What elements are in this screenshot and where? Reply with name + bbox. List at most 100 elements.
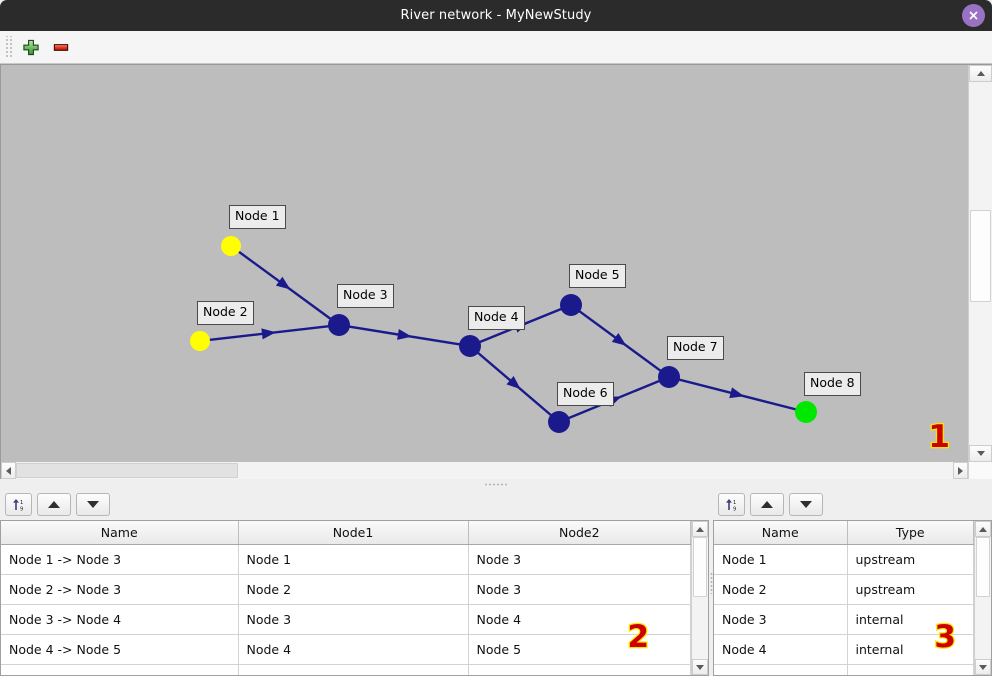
triangle-down-icon	[976, 451, 985, 456]
links-cell[interactable]: Node 4 -> Node 5	[1, 634, 239, 665]
nodes-scroll-down-button[interactable]	[975, 659, 991, 675]
nodes-cell[interactable]: internal	[847, 634, 974, 665]
scroll-right-button[interactable]	[953, 462, 968, 479]
nodes-scroll-track[interactable]	[975, 537, 991, 659]
graph-edge-arrow	[397, 329, 412, 340]
graph-panel: Node 1 Node 2 Node 3 Node 4 Node 5 Node 6 Node…	[0, 64, 992, 462]
graph-horizontal-scrollbar[interactable]	[0, 462, 992, 479]
nodes-cell[interactable]: Node 3	[714, 604, 848, 635]
nodes-cell[interactable]: Node 1	[714, 544, 848, 575]
links-scroll-thumb[interactable]	[693, 537, 708, 597]
links-scroll-track[interactable]	[692, 537, 708, 659]
nodes-cell[interactable]: upstream	[847, 544, 974, 575]
add-node-button[interactable]	[16, 33, 46, 61]
links-scroll-down-button[interactable]	[692, 659, 708, 675]
links-cell[interactable]: Node 3	[238, 604, 469, 635]
nodes-scroll-up-button[interactable]	[975, 521, 991, 537]
nodes-cell[interactable]: upstream	[847, 574, 974, 605]
table-row-empty[interactable]	[714, 664, 974, 675]
graph-node-label-node7[interactable]: Node 7	[667, 336, 724, 360]
links-cell[interactable]: Node 4	[238, 634, 469, 665]
links-table-scrollbar[interactable]	[691, 521, 708, 675]
links-move-down-button[interactable]	[76, 493, 110, 516]
graph-node-label-node1[interactable]: Node 1	[229, 205, 286, 229]
links-scroll-up-button[interactable]	[692, 521, 708, 537]
links-cell[interactable]: Node 1	[238, 544, 469, 575]
nodes-sort-button[interactable]: 1 9	[718, 493, 745, 516]
links-cell[interactable]: Node 3	[468, 574, 692, 605]
toolbar-drag-handle[interactable]	[4, 36, 12, 58]
links-column-header[interactable]: Node1	[238, 521, 469, 545]
links-cell[interactable]: Node 2	[238, 574, 469, 605]
nodes-cell[interactable]: internal	[847, 604, 974, 635]
nodes-column-header[interactable]: Name	[714, 521, 848, 545]
graph-node-node3[interactable]	[328, 314, 350, 336]
nodes-cell[interactable]: Node 4	[714, 634, 848, 665]
scroll-up-button[interactable]	[969, 65, 992, 82]
graph-vscroll-track[interactable]	[969, 82, 992, 445]
graph-node-label-node6[interactable]: Node 6	[557, 382, 614, 406]
links-cell[interactable]: Node 3 -> Node 4	[1, 604, 239, 635]
graph-node-node5[interactable]	[560, 294, 582, 316]
network-graph-canvas[interactable]: Node 1 Node 2 Node 3 Node 4 Node 5 Node 6 Node…	[1, 65, 968, 461]
graph-node-node6[interactable]	[548, 411, 570, 433]
links-cell[interactable]: Node 5	[468, 634, 692, 665]
graph-hscroll-track[interactable]	[16, 462, 953, 479]
links-move-up-button[interactable]	[37, 493, 71, 516]
close-button[interactable]	[962, 4, 985, 27]
graph-node-label-node5[interactable]: Node 5	[569, 264, 626, 288]
nodes-table-scrollbar[interactable]	[974, 521, 991, 675]
nodes-move-up-button[interactable]	[750, 493, 784, 516]
links-cell[interactable]: Node 4	[468, 604, 692, 635]
svg-text:1: 1	[733, 500, 736, 506]
links-cell[interactable]: Node 2 -> Node 3	[1, 574, 239, 605]
delete-node-button[interactable]	[46, 33, 76, 61]
nodes-cell-empty	[714, 664, 848, 675]
graph-node-label-node4[interactable]: Node 4	[468, 306, 525, 330]
window-title: River network - MyNewStudy	[400, 8, 592, 23]
nodes-scroll-thumb[interactable]	[976, 537, 990, 597]
graph-hscroll-thumb[interactable]	[16, 463, 238, 478]
links-cell[interactable]: Node 3	[468, 544, 692, 575]
links-cell[interactable]: Node 1 -> Node 3	[1, 544, 239, 575]
graph-node-node1[interactable]	[221, 236, 241, 256]
sort-ascending-icon: 1 9	[726, 499, 736, 512]
graph-node-label-node2[interactable]: Node 2	[197, 301, 254, 325]
nodes-move-down-button[interactable]	[789, 493, 823, 516]
graph-node-node7[interactable]	[658, 366, 680, 388]
graph-node-label-node3[interactable]: Node 3	[337, 284, 394, 308]
nodes-toolbar: 1 9	[713, 489, 992, 520]
triangle-up-icon	[761, 501, 773, 508]
horizontal-splitter[interactable]	[0, 479, 992, 489]
graph-node-label-node8[interactable]: Node 8	[804, 372, 861, 396]
table-row-empty[interactable]	[1, 664, 692, 675]
scroll-down-button[interactable]	[969, 445, 992, 462]
nodes-column-header[interactable]: Type	[847, 521, 974, 545]
graph-node-node2[interactable]	[190, 331, 210, 351]
links-column-header[interactable]: Node2	[468, 521, 692, 545]
graph-vscroll-thumb[interactable]	[970, 210, 991, 302]
graph-node-node4[interactable]	[459, 335, 481, 357]
scroll-left-button[interactable]	[1, 462, 16, 479]
graph-vertical-scrollbar[interactable]	[968, 65, 992, 462]
links-cell-empty	[468, 664, 692, 675]
vertical-splitter[interactable]	[709, 489, 713, 676]
links-column-header[interactable]: Name	[1, 521, 239, 545]
links-sort-button[interactable]: 1 9	[5, 493, 32, 516]
nodes-cell[interactable]: Node 2	[714, 574, 848, 605]
graph-node-node8[interactable]	[795, 401, 817, 423]
